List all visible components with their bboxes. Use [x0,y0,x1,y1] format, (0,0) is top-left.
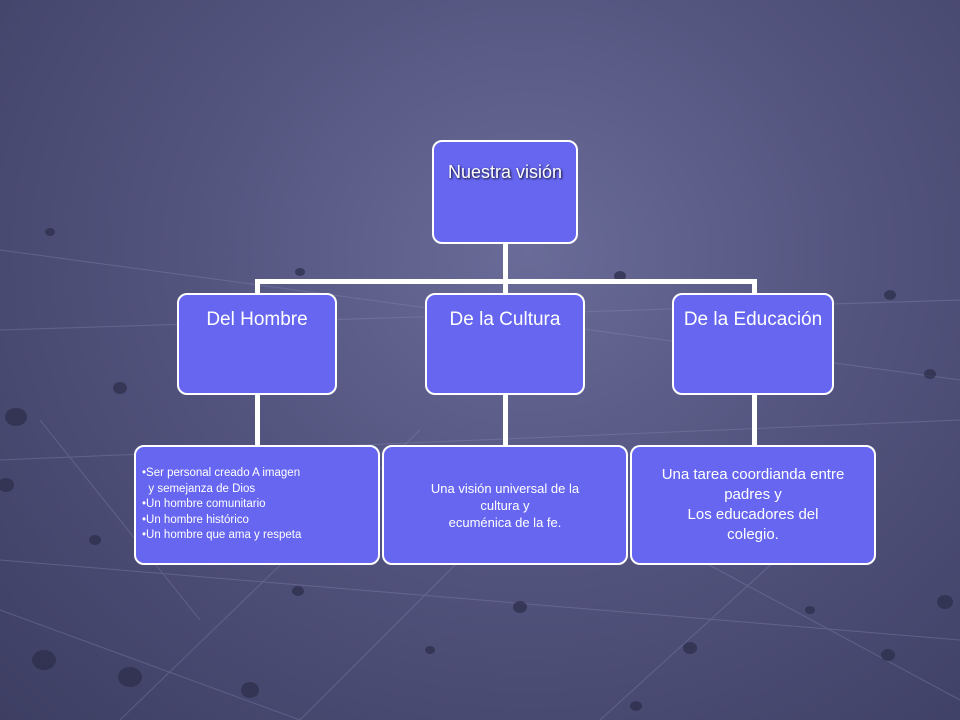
detail-text-educacion: Una tarea coordianda entre padres y Los … [654,465,853,545]
connector-to-cultura [503,279,508,295]
branch-label-educacion: De la Educación [683,309,823,330]
detail-list-hombre: •Ser personal creado A imagen y semejanz… [142,466,301,544]
detail-educacion-line: colegio. [727,526,779,543]
detail-educacion-line: padres y [724,486,782,503]
detail-cultura-line: ecuménica de la fe. [448,514,562,530]
branch-label-hombre: Del Hombre [206,309,308,330]
connector-root-stem [503,242,508,282]
connector-to-hombre [255,279,260,295]
detail-hombre-line: •Un hombre que ama y respeta [142,529,302,542]
connector-educacion-detail [752,393,757,447]
root-node-label: Nuestra visión [447,161,563,182]
detail-node-cultura: Una visión universal de la cultura y ecu… [382,445,628,565]
connector-to-educacion [752,279,757,295]
root-node: Nuestra visión [432,140,578,244]
detail-text-cultura: Una visión universal de la cultura y ecu… [423,480,587,531]
detail-node-educacion: Una tarea coordianda entre padres y Los … [630,445,876,565]
branch-node-cultura: De la Cultura [425,293,585,395]
detail-cultura-line: cultura y [480,497,530,513]
detail-educacion-line: Una tarea coordianda entre [661,466,845,483]
branch-label-cultura: De la Cultura [449,309,561,330]
detail-educacion-line: Los educadores del [687,506,819,523]
connector-hombre-detail [255,393,260,447]
detail-cultura-line: Una visión universal de la [430,480,580,496]
detail-node-hombre: •Ser personal creado A imagen y semejanz… [134,445,380,565]
detail-hombre-line: •Un hombre histórico [142,513,249,526]
connector-cultura-detail [503,393,508,447]
detail-hombre-line: y semejanza de Dios [142,482,256,495]
branch-node-educacion: De la Educación [672,293,834,395]
detail-hombre-line: •Un hombre comunitario [142,498,266,511]
branch-node-hombre: Del Hombre [177,293,337,395]
detail-hombre-line: •Ser personal creado A imagen [142,467,301,480]
